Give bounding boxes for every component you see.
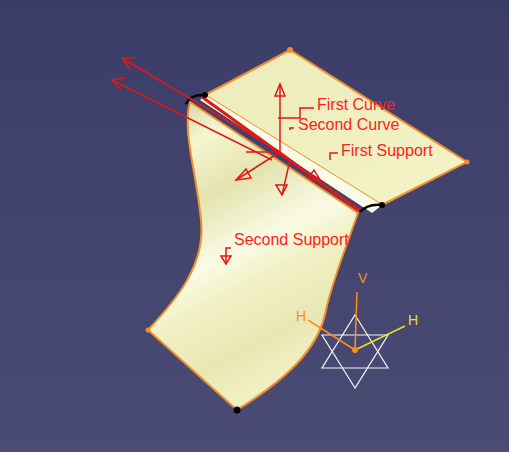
callout-label: First Curve: [317, 97, 395, 113]
axis-label: H: [296, 309, 306, 323]
second-support-surface: [148, 102, 358, 410]
first-curve-line: [202, 97, 360, 211]
vertex: [379, 202, 385, 208]
callout-label: Second Support: [234, 232, 349, 248]
vertex: [146, 328, 151, 333]
callout-label: First Support: [341, 143, 433, 159]
vertex: [202, 92, 208, 98]
axis-label: V: [358, 271, 367, 285]
axis-label: H: [408, 313, 418, 327]
compass-symbol: [308, 292, 405, 388]
vertex: [465, 160, 470, 165]
callout-label: Second Curve: [298, 117, 399, 133]
vertex: [234, 407, 241, 414]
vertex: [287, 47, 293, 53]
